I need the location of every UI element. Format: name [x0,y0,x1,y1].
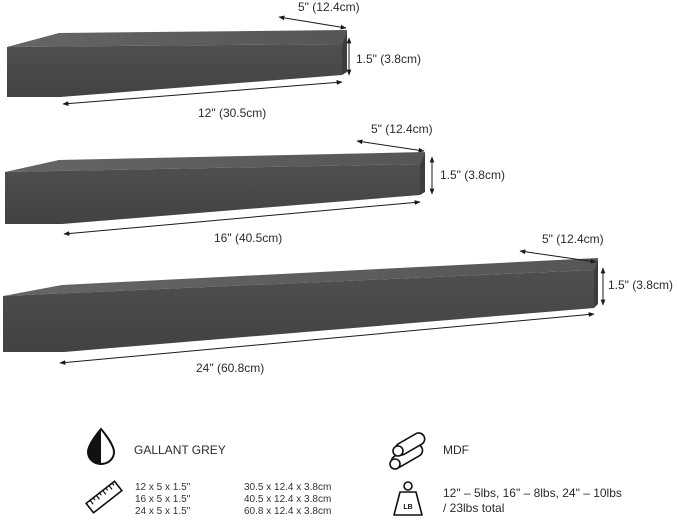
size-imperial-item: 24 x 5 x 1.5" [135,506,191,517]
weight-icon-text: LB [403,504,412,511]
shelf-large-top [3,258,598,296]
shelf-large-end [594,258,598,308]
shelf-medium-front [5,164,420,224]
shelf-medium-depth-line [356,139,425,153]
size-metric-item: 40.5 x 12.4 x 3.8cm [244,494,332,505]
size-metric-item: 30.5 x 12.4 x 3.8cm [244,482,332,493]
shelf-medium-depth-label: 5" (12.4cm) [371,122,433,136]
shelf-large-length-line [59,312,595,365]
ruler-icon [84,480,124,514]
shelf-medium-length-label: 16" (40.5cm) [214,231,283,245]
shelf-small-length-label: 12" (30.5cm) [198,106,267,120]
shelf-small-depth-line [278,15,347,30]
shelf-small-end [342,30,347,75]
shelf-medium-height-label: 1.5" (3.8cm) [440,168,505,182]
size-imperial-item: 16 x 5 x 1.5" [135,494,191,505]
shelf-large-depth-line [519,249,597,264]
material-logs-icon [389,432,426,470]
shelf-large-length-label: 24" (60.8cm) [196,361,265,375]
shelf-large [3,258,598,352]
shelf-medium-length-line [63,200,421,236]
shelf-small [7,30,347,97]
shelf-small-front [7,44,342,97]
shelf-small-length-line [62,80,343,106]
shelf-small-height-label: 1.5" (3.8cm) [356,52,421,66]
shelf-medium [5,152,425,224]
shelf-medium-top [5,152,425,172]
weight-line-2: / 23lbs total [443,501,505,515]
shelf-large-depth-label: 5" (12.4cm) [542,232,604,246]
size-metric-item: 60.8 x 12.4 x 3.8cm [244,506,332,517]
size-imperial-item: 12 x 5 x 1.5" [135,482,191,493]
shelf-medium-end [420,152,425,195]
weight-line-1: 12" – 5lbs, 16" – 8lbs, 24" – 10lbs [443,486,622,500]
color-name: GALLANT GREY [134,443,226,457]
material-label: MDF [443,443,469,457]
weight-icon: LB [393,481,423,516]
shelf-large-height-label: 1.5" (3.8cm) [608,278,673,292]
shelf-small-depth-label: 5" (12.4cm) [298,0,360,14]
color-drop-icon [86,427,116,466]
shelf-small-top [7,30,347,47]
